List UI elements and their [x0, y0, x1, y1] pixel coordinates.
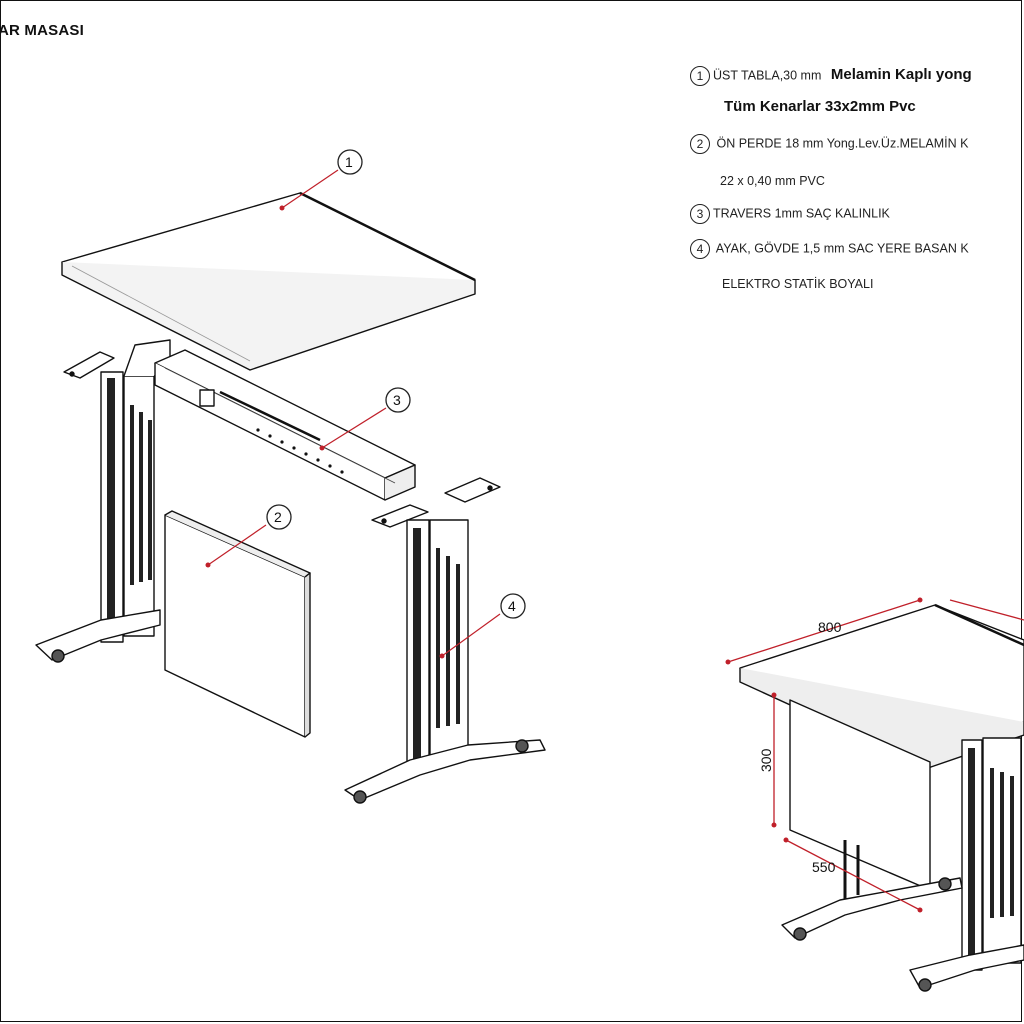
- spec-bold-1: Melamin Kaplı yong: [830, 66, 972, 84]
- callout-circle-2: [266, 504, 292, 530]
- callout-circle-1: [337, 149, 363, 175]
- right-leg-frame: [344, 477, 546, 804]
- callout-circle-3: [385, 387, 411, 413]
- spec-item-2: 2 ÖN PERDE 18 mm Yong.Lev.Üz.MELAMİN K: [690, 134, 968, 154]
- left-leg-frame: [35, 339, 171, 663]
- dimension-lines: [727, 599, 1024, 911]
- page-title: AR MASASI: [0, 22, 84, 39]
- callout-circle-4: [500, 593, 526, 619]
- spec-text-4: AYAK, GÖVDE 1,5 mm SAC YERE BASAN K: [715, 241, 969, 256]
- dim-height: 300: [758, 748, 774, 772]
- travers-beam: [154, 349, 416, 501]
- assembled-desk: [739, 603, 1024, 992]
- callout-label-3: 3: [393, 392, 401, 408]
- desk-top-panel: [61, 191, 476, 371]
- callout-label-4: 4: [508, 598, 516, 614]
- spec-number-4: 4: [690, 239, 710, 259]
- callout-label-2: 2: [274, 509, 282, 525]
- spec-number-3: 3: [690, 204, 710, 224]
- spec-item-4: 4 AYAK, GÖVDE 1,5 mm SAC YERE BASAN K: [690, 239, 969, 259]
- callout-label-1: 1: [345, 154, 353, 170]
- spec-item-2b: 22 x 0,40 mm PVC: [720, 174, 825, 188]
- spec-text-1: ÜST TABLA,30 mm: [713, 68, 822, 83]
- spec-item-1b: Tüm Kenarlar 33x2mm Pvc: [724, 98, 916, 115]
- spec-number-2: 2: [690, 134, 710, 154]
- spec-text-2: ÖN PERDE 18 mm Yong.Lev.Üz.MELAMİN K: [716, 136, 969, 151]
- spec-text-3: TRAVERS 1mm SAÇ KALINLIK: [713, 206, 890, 221]
- dim-depth: 550: [812, 859, 836, 875]
- dim-width: 800: [818, 619, 842, 635]
- spec-number-1: 1: [690, 66, 710, 86]
- spec-item-4b: ELEKTRO STATİK BOYALI: [722, 277, 874, 291]
